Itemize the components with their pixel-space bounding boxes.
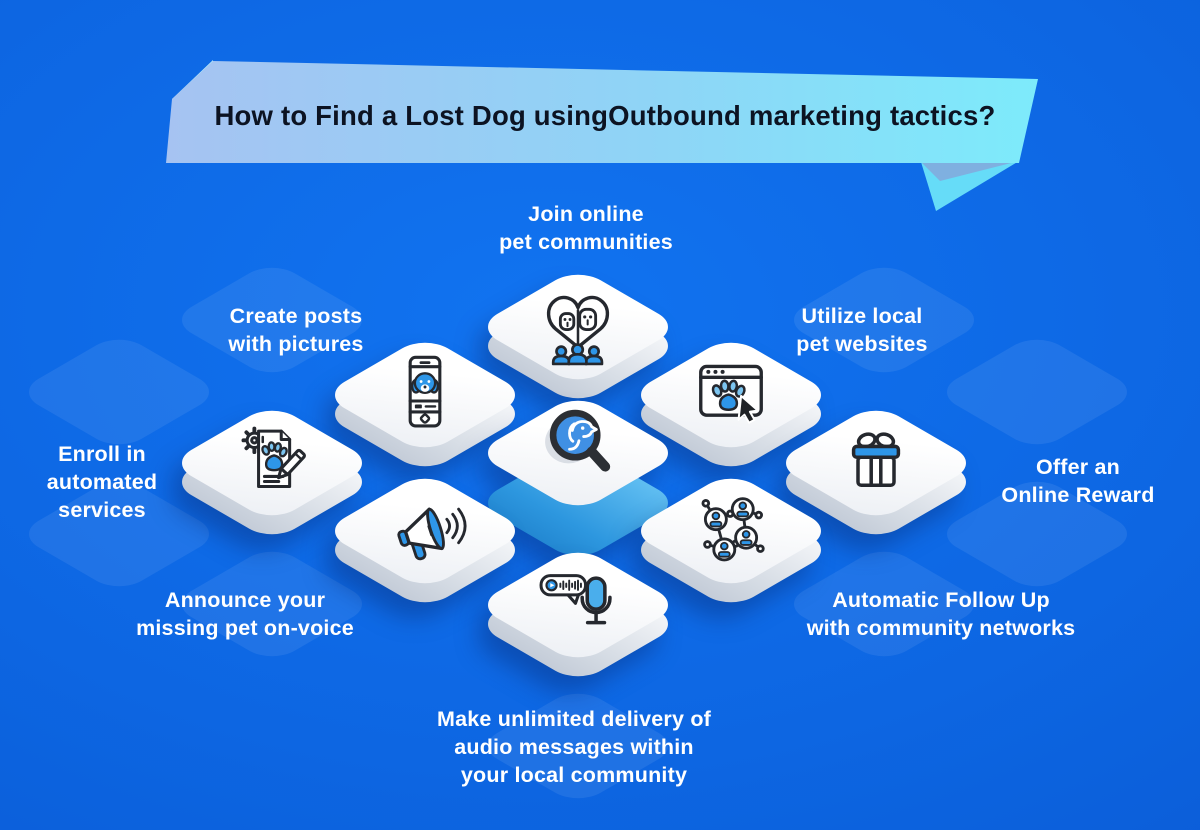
label-join-communities: Join online pet communities <box>499 202 673 254</box>
tile-announce-voice <box>320 468 530 610</box>
page-title: How to Find a Lost Dog using Outbound ma… <box>188 70 1022 162</box>
mic-voice-icon <box>539 573 612 624</box>
label-follow-up: Automatic Follow Up with community netwo… <box>806 588 1076 640</box>
tile-pet-websites <box>626 332 836 474</box>
tile-audio-delivery <box>473 542 683 684</box>
page-title-regular: How to Find a Lost Dog using <box>214 100 609 131</box>
document-paw-icon <box>241 426 306 488</box>
gift-icon <box>851 431 901 487</box>
ribbon-tail-shadow <box>921 161 1019 181</box>
tile-online-reward <box>771 400 981 542</box>
label-online-reward: Offer an Online Reward <box>1001 455 1155 507</box>
label-pet-websites: Utilize local pet websites <box>796 304 928 356</box>
tile-follow-up <box>626 468 836 610</box>
tile-automated-services <box>167 400 377 542</box>
magnifier-dog-icon <box>545 409 611 472</box>
heart-community-icon <box>546 295 610 365</box>
megaphone-icon <box>397 507 467 560</box>
tile-center-search <box>473 390 683 563</box>
page-title-bold: Outbound marketing tactics? <box>608 100 996 131</box>
label-create-posts: Create posts with pictures <box>228 304 364 356</box>
phone-post-icon <box>408 355 442 428</box>
ribbon-band <box>166 61 1038 163</box>
browser-paw-icon <box>699 364 763 424</box>
label-audio-delivery: Make unlimited delivery of audio message… <box>436 707 712 787</box>
label-announce-voice: Announce your missing pet on-voice <box>136 588 354 640</box>
label-automated-services: Enroll in automated services <box>46 442 158 522</box>
tile-join-communities <box>473 264 683 406</box>
network-people-icon <box>701 496 765 561</box>
tile-create-posts <box>320 332 530 474</box>
